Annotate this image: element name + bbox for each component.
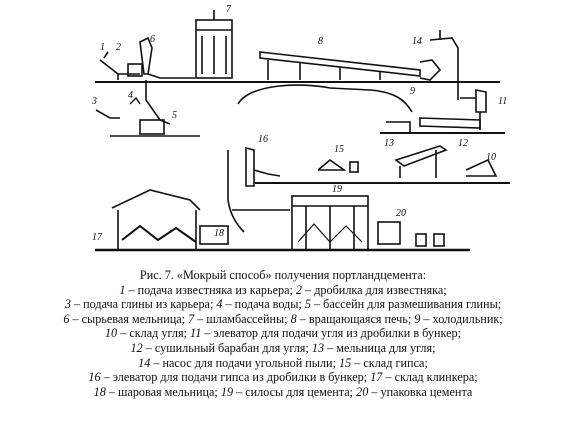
- label-10: 10: [486, 152, 496, 163]
- label-14: 14: [412, 36, 422, 47]
- caption-line: 16 – элеватор для подачи гипса из дробил…: [0, 370, 566, 385]
- legend-number: 16: [88, 370, 101, 385]
- legend-number: 7: [188, 311, 195, 326]
- legend-number: 1: [119, 282, 126, 297]
- legend-number: 14: [138, 355, 151, 370]
- label-8: 8: [318, 36, 323, 47]
- label-2: 2: [116, 42, 121, 53]
- legend-text: – сушильный барабан для угля;: [142, 340, 312, 355]
- legend-number: 17: [370, 370, 383, 385]
- label-16: 16: [258, 134, 268, 145]
- label-6: 6: [150, 34, 155, 45]
- legend-number: 15: [339, 355, 352, 370]
- caption-line: 6 – сырьевая мельница; 7 – шламбассейны;…: [0, 312, 566, 327]
- legend-number: 11: [190, 326, 202, 341]
- legend-number: 12: [130, 340, 143, 355]
- caption-line: 1 – подача известняка из карьера; 2 – др…: [0, 283, 566, 298]
- label-7: 7: [226, 4, 232, 15]
- label-9: 9: [410, 86, 415, 97]
- legend-text: – дробилка для известняка;: [302, 282, 447, 297]
- legend-text: – вращающаяся печь;: [296, 311, 415, 326]
- legend-text: – подача глины из карьера;: [70, 297, 217, 312]
- legend-text: – подача воды;: [222, 297, 305, 312]
- cement-process-diagram: 1 2 3 4 5 6 7 8 9 10 11 12 13 14 15 16 1…: [91, 4, 510, 252]
- legend-text: – холодильник;: [420, 311, 503, 326]
- legend-text: – силосы для цемента;: [233, 384, 357, 399]
- label-19: 19: [332, 184, 342, 195]
- legend-text: – шламбассейны;: [194, 311, 291, 326]
- legend-text: – насос для подачи угольной пыли;: [150, 355, 340, 370]
- legend-text: – склад клинкера;: [382, 370, 478, 385]
- label-4: 4: [128, 90, 133, 101]
- caption-line: 14 – насос для подачи угольной пыли; 15 …: [0, 356, 566, 371]
- label-13: 13: [384, 138, 394, 149]
- legend-text: – склад гипса;: [351, 355, 428, 370]
- diagram-svg: 1 2 3 4 5 6 7 8 9 10 11 12 13 14 15 16 1…: [91, 4, 510, 252]
- legend-number: 19: [220, 384, 234, 399]
- legend-text: – элеватор для подачи гипса из дробилки …: [100, 370, 371, 385]
- caption-legend: 1 – подача известняка из карьера; 2 – др…: [0, 283, 566, 400]
- legend-text: – подача известняка из карьера;: [125, 282, 296, 297]
- caption-line: 10 – склад угля; 11 – элеватор для подач…: [0, 326, 566, 341]
- legend-number: 18: [93, 384, 106, 399]
- legend-text: – мельница для угля;: [324, 340, 436, 355]
- legend-number: 4: [216, 297, 223, 312]
- legend-number: 2: [295, 282, 303, 297]
- legend-text: – шаровая мельница;: [105, 384, 221, 399]
- legend-number: 5: [304, 297, 311, 312]
- legend-text: – элеватор для подачи угля из дробилки в…: [201, 326, 462, 341]
- label-15: 15: [334, 144, 344, 155]
- caption-line: 18 – шаровая мельница; 19 – силосы для ц…: [0, 385, 566, 400]
- legend-text: – упаковка цемента: [368, 384, 473, 399]
- label-3: 3: [91, 96, 97, 107]
- label-5: 5: [172, 110, 177, 121]
- label-18: 18: [214, 228, 224, 239]
- figure-caption: Рис. 7. «Мокрый способ» получения портла…: [0, 268, 566, 441]
- legend-number: 8: [290, 311, 297, 326]
- legend-text: – бассейн для размешивания глины;: [310, 297, 502, 312]
- legend-number: 6: [63, 311, 70, 326]
- label-17: 17: [92, 232, 103, 243]
- legend-number: 10: [104, 326, 118, 341]
- label-1: 1: [100, 42, 105, 53]
- legend-number: 20: [356, 384, 369, 399]
- legend-text: – склад угля;: [117, 326, 190, 341]
- legend-text: – сырьевая мельница;: [69, 311, 189, 326]
- legend-number: 13: [311, 340, 325, 355]
- legend-number: 9: [414, 311, 421, 326]
- label-20: 20: [396, 208, 406, 219]
- label-11: 11: [498, 96, 507, 107]
- caption-line: 12 – сушильный барабан для угля; 13 – ме…: [0, 341, 566, 356]
- label-12: 12: [458, 138, 468, 149]
- legend-number: 3: [64, 297, 71, 312]
- caption-title: Рис. 7. «Мокрый способ» получения портла…: [139, 268, 427, 282]
- caption-line: 3 – подача глины из карьера; 4 – подача …: [0, 297, 566, 312]
